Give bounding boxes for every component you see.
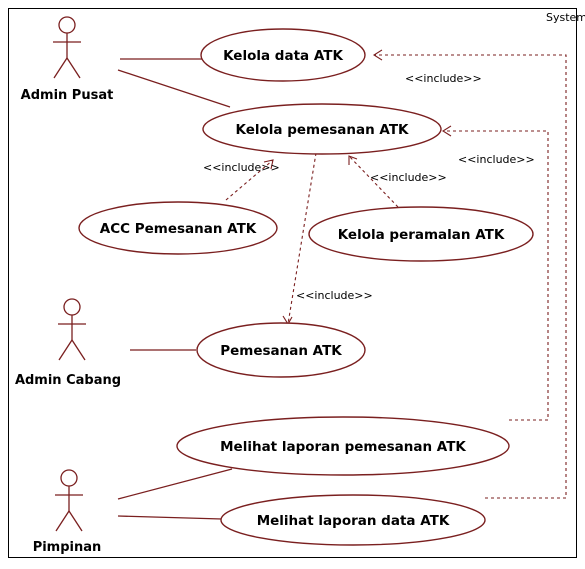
association-line — [117, 515, 223, 520]
include-dependency — [441, 125, 549, 421]
actor-figure-icon — [55, 469, 83, 532]
actor-admin-pusat[interactable]: Admin Pusat — [21, 16, 114, 103]
actor-pimpinan[interactable]: Pimpinan — [33, 469, 102, 555]
include-dependency — [225, 159, 274, 201]
include-label: <<include>> — [296, 289, 373, 302]
include-label: <<include>> — [203, 161, 280, 174]
usecase-label: Kelola peramalan ATK — [338, 227, 505, 243]
usecase-kelola-peramalan-atk[interactable]: Kelola peramalan ATK — [308, 206, 534, 262]
association-line — [117, 468, 233, 500]
usecase-acc-pemesanan-atk[interactable]: ACC Pemesanan ATK — [78, 201, 278, 255]
usecase-pemesanan-atk[interactable]: Pemesanan ATK — [196, 322, 366, 378]
usecase-label: Pemesanan ATK — [220, 343, 342, 359]
usecase-label: ACC Pemesanan ATK — [100, 221, 257, 237]
usecase-label: Melihat laporan data ATK — [257, 513, 450, 529]
include-label: <<include>> — [370, 171, 447, 184]
system-label: System — [546, 11, 585, 24]
actor-figure-icon — [53, 16, 81, 79]
include-label: <<include>> — [458, 153, 535, 166]
actor-admin-cabang[interactable]: Admin Cabang — [15, 298, 121, 388]
actor-label: Pimpinan — [33, 540, 102, 555]
actor-figure-icon — [58, 298, 86, 361]
usecase-label: Melihat laporan pemesanan ATK — [220, 439, 466, 455]
actor-label: Admin Cabang — [15, 373, 121, 388]
usecase-melihat-laporan-pemesanan-atk[interactable]: Melihat laporan pemesanan ATK — [176, 416, 510, 476]
actor-label: Admin Pusat — [21, 88, 114, 103]
include-dependency — [372, 49, 567, 499]
usecase-melihat-laporan-data-atk[interactable]: Melihat laporan data ATK — [220, 494, 486, 546]
usecase-label: Kelola pemesanan ATK — [235, 122, 409, 138]
usecase-kelola-pemesanan-atk[interactable]: Kelola pemesanan ATK — [202, 103, 442, 155]
association-line — [117, 69, 231, 108]
include-label: <<include>> — [405, 72, 482, 85]
usecase-kelola-data-atk[interactable]: Kelola data ATK — [200, 28, 366, 82]
usecase-label: Kelola data ATK — [223, 48, 343, 64]
include-dependency — [348, 155, 399, 208]
